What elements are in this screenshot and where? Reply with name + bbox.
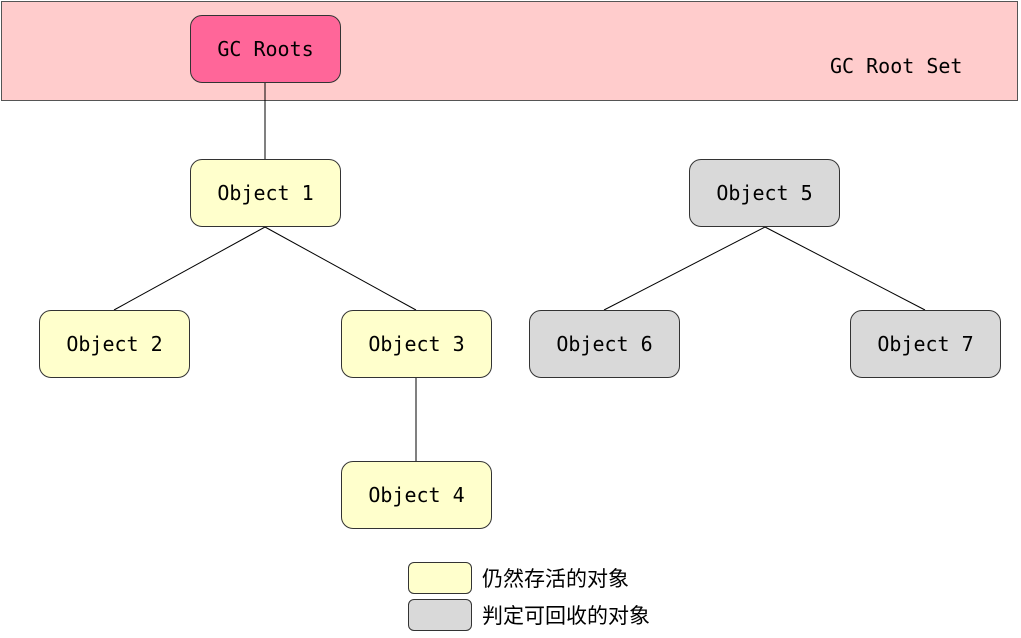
object-3-node: Object 3 (341, 310, 492, 378)
edge-object5-object6 (603, 226, 766, 311)
object-6-node: Object 6 (529, 310, 680, 378)
object-1-node: Object 1 (190, 159, 341, 227)
gc-root-set-label: GC Root Set (830, 54, 963, 78)
object-7-node: Object 7 (850, 310, 1001, 378)
legend-collectable-label: 判定可回收的对象 (482, 604, 650, 628)
gc-root-set-region (1, 1, 1018, 101)
gc-roots-node: GC Roots (190, 15, 341, 83)
legend-alive-label: 仍然存活的对象 (482, 567, 629, 591)
edge-object5-object7 (764, 226, 926, 311)
legend-alive-swatch (408, 562, 472, 594)
object-2-node: Object 2 (39, 310, 190, 378)
object-5-node: Object 5 (689, 159, 840, 227)
object-4-node: Object 4 (341, 461, 492, 529)
legend-collectable-swatch (408, 599, 472, 631)
edge-object1-object2 (113, 226, 266, 311)
edge-object1-object3 (264, 226, 417, 311)
